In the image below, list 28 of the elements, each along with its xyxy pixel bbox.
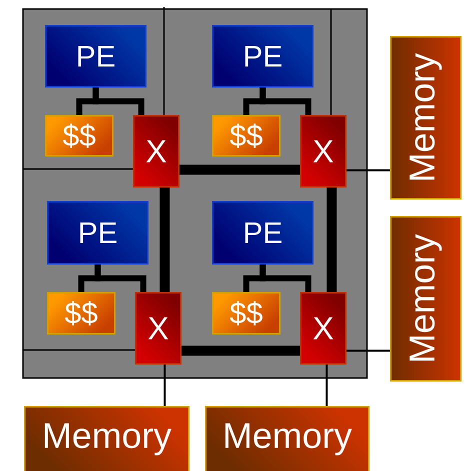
switch-box: X <box>300 115 346 188</box>
switch-box: X <box>300 292 346 364</box>
connector <box>326 364 328 406</box>
processor-box: PE <box>47 201 148 264</box>
connector <box>94 264 146 292</box>
connector <box>180 164 300 175</box>
connector <box>260 88 312 115</box>
connector <box>346 350 390 352</box>
connector <box>260 264 312 292</box>
connector <box>160 188 170 292</box>
switch-box: X <box>133 115 180 188</box>
processor-box: PE <box>212 25 314 88</box>
memory-box: Memory <box>205 406 370 471</box>
processor-box: PE <box>212 201 314 264</box>
memory-box: Memory <box>24 406 190 471</box>
connector <box>326 188 337 292</box>
connector <box>182 346 300 356</box>
memory-box: Memory <box>390 216 462 382</box>
cache-box: $$ <box>47 292 116 334</box>
processor-box: PE <box>45 25 146 88</box>
connector <box>92 88 144 115</box>
switch-box: X <box>135 292 182 364</box>
cache-box: $$ <box>212 292 280 334</box>
memory-box: Memory <box>390 36 462 200</box>
connector <box>346 169 390 172</box>
connector <box>164 364 166 406</box>
cache-box: $$ <box>45 115 114 156</box>
cache-box: $$ <box>212 115 280 156</box>
